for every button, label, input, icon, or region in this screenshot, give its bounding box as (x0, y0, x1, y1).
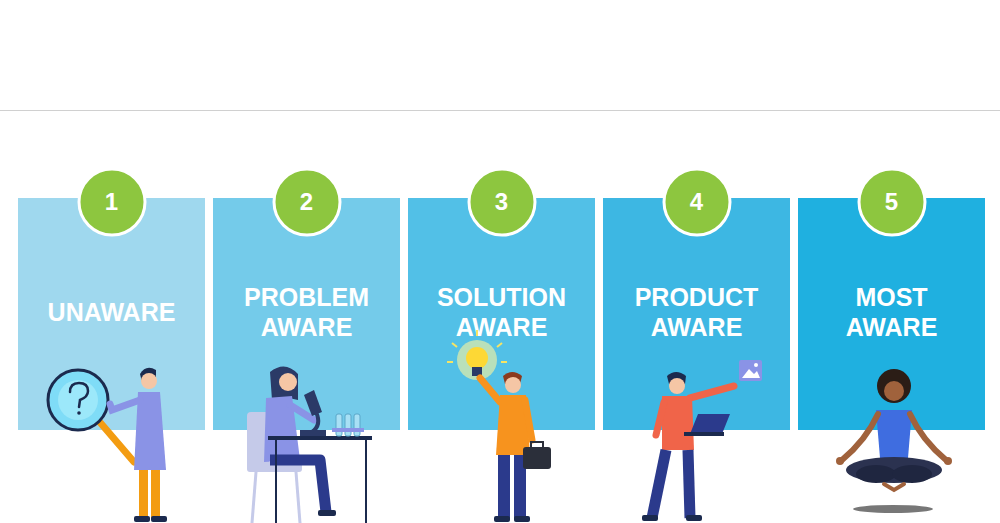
solution-aware-figure (447, 330, 551, 522)
problem-aware-figure (247, 366, 372, 523)
stage-title: UNAWARE (48, 297, 176, 327)
step-number-circle: 2 (272, 167, 342, 237)
unaware-figure (48, 368, 167, 522)
step-number-circle: 5 (857, 167, 927, 237)
most-aware-figure (836, 369, 952, 513)
step-number-circle: 3 (467, 167, 537, 237)
product-aware-figure (642, 360, 762, 521)
step-number: 4 (662, 167, 732, 237)
stage-title: PRODUCT AWARE (617, 282, 777, 342)
stage-title: PROBLEM AWARE (227, 282, 387, 342)
step-number: 5 (857, 167, 927, 237)
step-number: 1 (77, 167, 147, 237)
step-number-circle: 1 (77, 167, 147, 237)
stage-column: UNAWARE1 (18, 198, 205, 430)
step-number: 2 (272, 167, 342, 237)
step-number-circle: 4 (662, 167, 732, 237)
step-number: 3 (467, 167, 537, 237)
stage-title: SOLUTION AWARE (422, 282, 582, 342)
stage-title: MOST AWARE (812, 282, 972, 342)
